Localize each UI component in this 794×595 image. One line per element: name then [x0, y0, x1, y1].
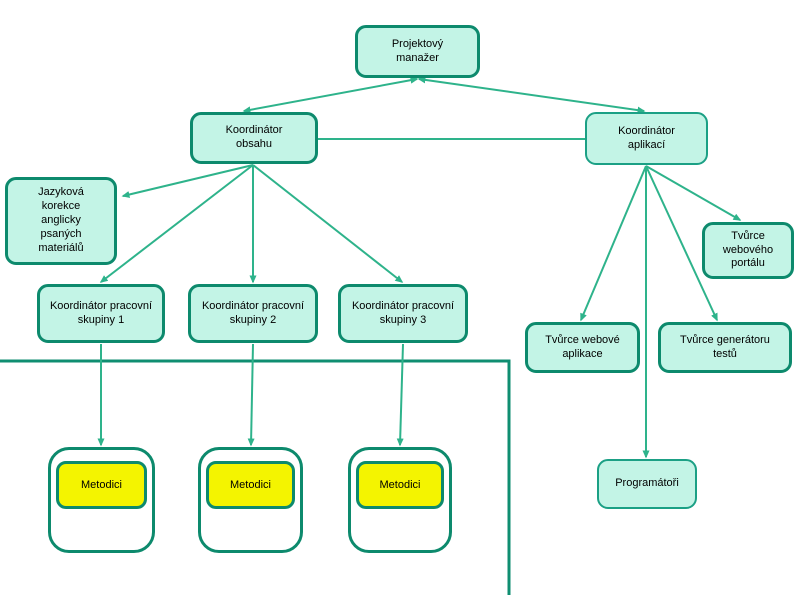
- node-metodici-1[interactable]: Metodici: [56, 461, 147, 509]
- node-programatori[interactable]: Programátoři: [597, 459, 697, 509]
- node-label: Tvůrce generátoru testů: [680, 333, 770, 360]
- node-metodici-3[interactable]: Metodici: [356, 461, 444, 509]
- node-koordinator-aplikaci[interactable]: Koordinátor aplikací: [585, 112, 708, 165]
- node-label: Metodici: [230, 479, 271, 491]
- node-label: Jazyková korekce anglicky psaných materi…: [38, 186, 84, 254]
- node-metodici-group-1[interactable]: Metodici: [48, 447, 155, 553]
- node-koordinator-obsahu[interactable]: Koordinátor obsahu: [190, 112, 318, 164]
- node-tvurce-weboveho-portalu[interactable]: Tvůrce webového portálu: [702, 222, 794, 279]
- edge-aplikaci-to-aplikace: [580, 165, 647, 322]
- node-label: Tvůrce webového portálu: [722, 229, 774, 270]
- edge-kps2-to-metodici2: [247, 343, 255, 447]
- node-koordinator-pracovni-skupiny-2[interactable]: Koordinátor pracovní skupiny 2: [188, 284, 318, 343]
- node-koordinator-pracovni-skupiny-3[interactable]: Koordinátor pracovní skupiny 3: [338, 284, 468, 343]
- node-label: Koordinátor aplikací: [618, 124, 675, 151]
- edge-manager-to-aplikaci: [417, 76, 646, 114]
- node-label: Tvůrce webové aplikace: [545, 333, 620, 360]
- node-label: Projektový manažer: [391, 37, 444, 64]
- node-label: Koordinátor pracovní skupiny 1: [49, 299, 153, 326]
- node-metodici-group-3[interactable]: Metodici: [348, 447, 452, 553]
- edge-aplikaci-to-testy: [645, 165, 718, 322]
- node-label: Metodici: [81, 479, 122, 491]
- node-label: Koordinátor pracovní skupiny 3: [351, 299, 455, 326]
- node-label: Metodici: [379, 479, 421, 491]
- node-metodici-group-2[interactable]: Metodici: [198, 447, 303, 553]
- node-tvurce-generatoru-testu[interactable]: Tvůrce generátoru testů: [658, 322, 792, 373]
- node-koordinator-pracovni-skupiny-1[interactable]: Koordinátor pracovní skupiny 1: [37, 284, 165, 343]
- node-tvurce-webove-aplikace[interactable]: Tvůrce webové aplikace: [525, 322, 640, 373]
- node-jazykova-korekce[interactable]: Jazyková korekce anglicky psaných materi…: [5, 177, 117, 265]
- node-projektovy-manazer[interactable]: Projektový manažer: [355, 25, 480, 78]
- node-metodici-2[interactable]: Metodici: [206, 461, 295, 509]
- edge-manager-to-obsahu: [242, 76, 419, 114]
- node-label: Koordinátor pracovní skupiny 2: [201, 299, 305, 326]
- edge-kps3-to-metodici3: [396, 343, 404, 447]
- group-frame: [0, 359, 511, 595]
- edge-obsahu-to-kps3: [252, 164, 404, 283]
- edge-obsahu-to-jazykova: [121, 164, 254, 198]
- node-label: Programátoři: [615, 477, 679, 490]
- edge-obsahu-to-kps1: [99, 164, 254, 283]
- node-label: Koordinátor obsahu: [225, 124, 283, 150]
- edge-aplikaci-to-portal: [645, 165, 742, 221]
